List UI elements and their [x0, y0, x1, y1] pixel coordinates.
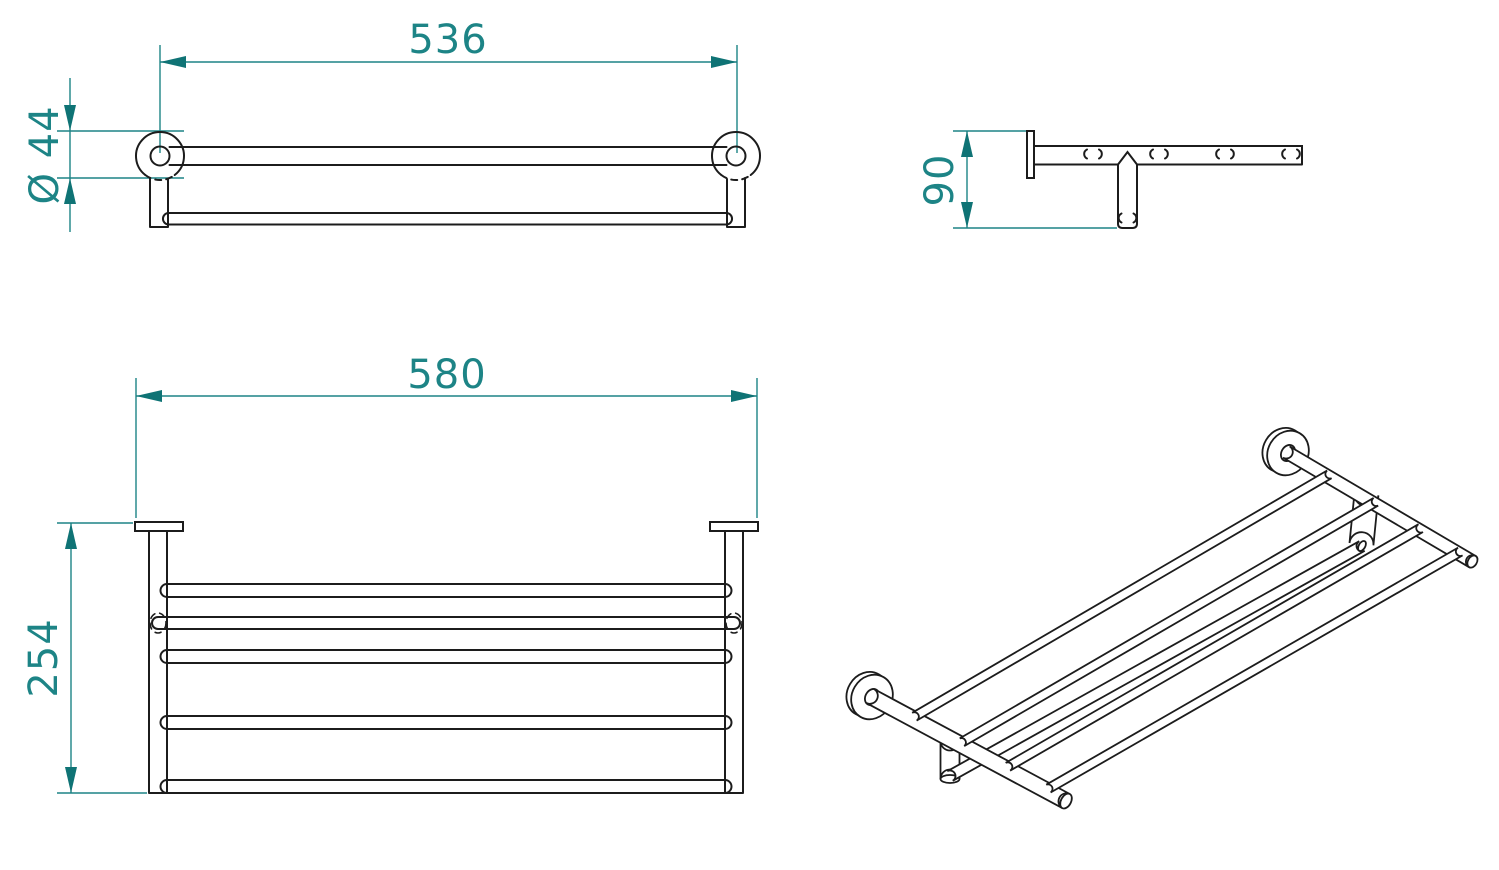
shelf-bar-2	[959, 497, 1379, 747]
left-post	[149, 177, 169, 228]
towel-bar-end-cap	[1357, 540, 1367, 552]
dimension-label-90: 90	[917, 154, 963, 207]
front-rail-end-cap	[1059, 792, 1073, 810]
dimension-arrow-top	[961, 131, 973, 157]
shelf-arm	[1033, 145, 1303, 166]
shelf-bar-3	[1005, 523, 1424, 772]
wall-plate	[1026, 130, 1035, 179]
upper-towel-bar	[168, 146, 728, 166]
back-rail-end-cap	[1466, 554, 1479, 569]
right-hidden-hole	[725, 612, 743, 634]
dimension-label-536: 536	[408, 17, 487, 63]
dimension-arrow-right	[731, 390, 757, 402]
right-flange-circle	[711, 131, 761, 176]
dimension-label-254: 254	[21, 618, 67, 697]
lower-towel-bar	[162, 212, 733, 226]
right-post	[726, 177, 746, 228]
right-wall-cap	[709, 521, 759, 532]
view-isometric	[845, 427, 1479, 810]
dimension-arrow-bottom	[64, 178, 76, 204]
dimension-arrow-bottom	[65, 767, 77, 793]
view-towel-bar-front: 536 Ø 44	[22, 17, 761, 232]
left-wall-cap	[134, 521, 184, 532]
dimension-580: 580	[135, 352, 758, 518]
dimension-536: 536	[159, 17, 738, 153]
bar-section-marks	[1083, 148, 1301, 224]
dimension-90: 90	[917, 130, 1117, 229]
hanging-arm	[1117, 150, 1138, 229]
dimension-diameter-44: Ø 44	[22, 78, 184, 232]
shelf-bar-4	[1045, 546, 1464, 794]
dimension-arrow-top	[64, 105, 76, 131]
dimension-arrow-top	[65, 523, 77, 549]
dimension-label-580: 580	[407, 352, 486, 398]
dimension-254: 254	[21, 522, 147, 794]
view-side: 90	[917, 130, 1303, 229]
left-bar-end-circle	[149, 145, 171, 167]
view-rack-front: 580 254	[21, 352, 759, 794]
right-bar-end-circle	[725, 145, 747, 167]
dimension-arrow-bottom	[961, 202, 973, 228]
right-flange-hidden-arc	[720, 174, 752, 182]
dimension-arrow-left	[160, 56, 186, 68]
dimension-arrow-right	[711, 56, 737, 68]
shelf-bar-1	[911, 469, 1333, 722]
left-hidden-hole	[149, 612, 167, 634]
dimension-arrow-left	[136, 390, 162, 402]
left-flange-hidden-arc	[144, 174, 176, 182]
left-flange-circle	[135, 131, 185, 176]
shelf-bars	[151, 583, 741, 794]
dimension-label-diameter-44: Ø 44	[22, 105, 68, 204]
